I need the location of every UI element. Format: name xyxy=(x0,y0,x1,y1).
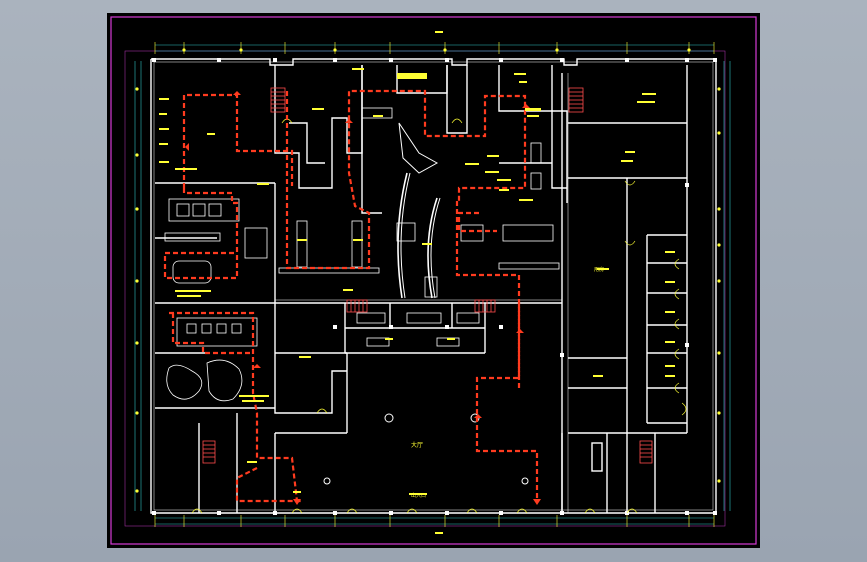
evacuation-routes xyxy=(163,89,539,503)
column-icon xyxy=(217,511,221,515)
exit-arrow-icon xyxy=(185,143,189,151)
exit-arrow-icon xyxy=(516,329,524,333)
axis-bubble-icon xyxy=(555,48,559,52)
entrance-label: 出入口 xyxy=(411,492,426,499)
column-icon xyxy=(445,58,449,62)
exit-arrow-icon xyxy=(293,499,301,505)
axis-bubble-icon xyxy=(135,279,139,283)
column-icon xyxy=(685,511,689,515)
exit-arrows xyxy=(185,91,541,505)
column-icon xyxy=(152,58,156,62)
lobby-pillars xyxy=(323,413,529,485)
exit-arrow-icon xyxy=(233,91,241,95)
axis-bubbles xyxy=(135,48,721,493)
axis-bubble-icon xyxy=(717,243,721,247)
axis-bubble-icon xyxy=(182,48,186,52)
floor-plan-drawing: 大厅 出入口 用房 xyxy=(110,16,757,545)
column-icon xyxy=(713,511,717,515)
stair-icon xyxy=(639,440,653,464)
dimension-lines xyxy=(134,44,731,525)
column-icon xyxy=(499,58,503,62)
stairs xyxy=(202,87,653,464)
exit-arrow-icon xyxy=(522,104,530,108)
column-icon xyxy=(560,58,564,62)
axis-bubble-icon xyxy=(135,153,139,157)
column-icon xyxy=(389,511,393,515)
axis-bubble-icon xyxy=(717,87,721,91)
exit-arrow-icon xyxy=(345,119,353,123)
right-room-label: 用房 xyxy=(594,266,604,273)
stair-icon xyxy=(346,299,368,313)
column-icon xyxy=(333,511,337,515)
route-center-right xyxy=(455,201,539,501)
axis-bubble-icon xyxy=(717,411,721,415)
column-icon xyxy=(713,58,717,62)
axis-bubble-icon xyxy=(717,207,721,211)
column-icon xyxy=(389,325,393,329)
exit-arrow-icon xyxy=(474,414,482,418)
axis-bubble-icon xyxy=(135,341,139,345)
walls xyxy=(150,58,717,514)
column-icon xyxy=(685,183,689,187)
axis-bubble-icon xyxy=(135,489,139,493)
column-icon xyxy=(499,325,503,329)
column-icon xyxy=(685,343,689,347)
axis-bubble-icon xyxy=(135,411,139,415)
column-icon xyxy=(625,58,629,62)
column-icon xyxy=(273,511,277,515)
route-left-lower2 xyxy=(171,313,253,355)
exit-arrow-icon xyxy=(253,364,261,368)
fixtures xyxy=(164,107,560,402)
stair-icon xyxy=(474,299,496,313)
column-icon xyxy=(273,58,277,62)
column-icon xyxy=(333,58,337,62)
annotation-marks xyxy=(159,31,675,534)
axis-bubble-icon xyxy=(135,207,139,211)
stair-icon xyxy=(202,440,216,464)
axis-bubble-icon xyxy=(717,479,721,483)
column-icon xyxy=(499,511,503,515)
exit-arrow-icon xyxy=(533,499,541,505)
column-icon xyxy=(560,511,564,515)
axis-bubble-icon xyxy=(443,48,447,52)
stair-icon xyxy=(270,87,286,113)
hall-label: 大厅 xyxy=(411,441,423,449)
axis-bubble-icon xyxy=(717,131,721,135)
route-left-upper xyxy=(182,93,294,188)
axis-bubble-icon xyxy=(239,48,243,52)
stair-icon xyxy=(568,87,584,113)
door-swings xyxy=(191,118,687,514)
column-icon xyxy=(217,58,221,62)
dimension-ticks xyxy=(154,42,715,527)
route-bottom-exit xyxy=(235,467,302,503)
column-icon xyxy=(685,58,689,62)
column-icon xyxy=(560,353,564,357)
axis-bubble-icon xyxy=(135,87,139,91)
column-icon xyxy=(152,511,156,515)
drawing-sheet: 大厅 出入口 用房 xyxy=(107,13,760,548)
column-icon xyxy=(389,58,393,62)
axis-bubble-icon xyxy=(687,48,691,52)
axis-bubble-icon xyxy=(717,279,721,283)
axis-bubble-icon xyxy=(333,48,337,52)
column-icon xyxy=(445,325,449,329)
route-right-cluster xyxy=(457,211,497,233)
route-left-lower xyxy=(169,311,299,502)
column-icon xyxy=(445,511,449,515)
axis-bubble-icon xyxy=(717,351,721,355)
column-icon xyxy=(333,325,337,329)
route-center-left xyxy=(285,89,527,270)
route-left-mid xyxy=(163,188,239,280)
